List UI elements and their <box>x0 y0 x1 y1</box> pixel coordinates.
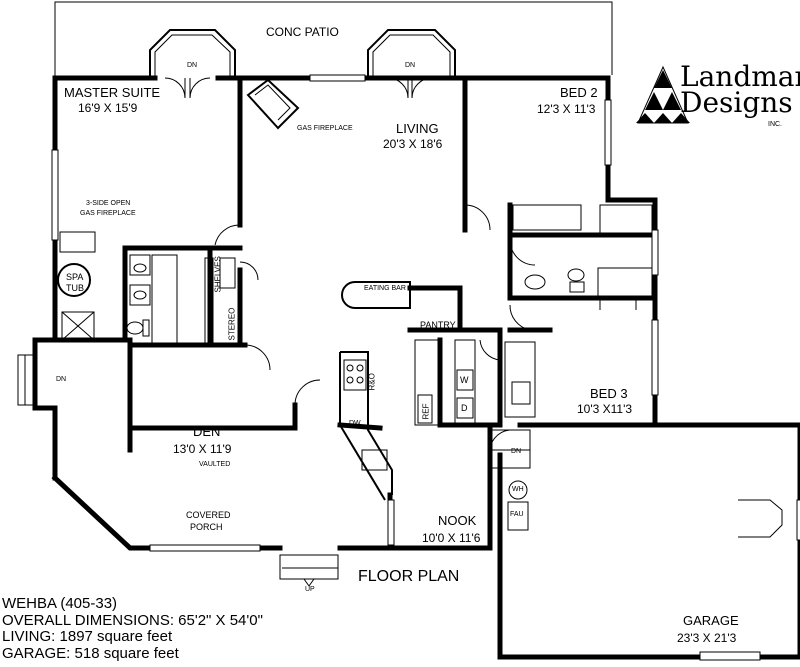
living-area: LIVING: 1897 square feet <box>2 628 173 645</box>
bed2-dim: 12'3 X 11'3 <box>537 102 596 116</box>
washer-label: W <box>460 375 469 385</box>
living-fireplace <box>246 78 300 130</box>
spa-label-1: SPA <box>66 272 84 282</box>
overall-dimensions: OVERALL DIMENSIONS: 65'2" X 54'0" <box>2 611 263 629</box>
nook-dim: 10'0 X 11'6 <box>422 531 481 545</box>
patio-label: CONC PATIO <box>266 25 339 39</box>
dn-patio-2-label: DN <box>405 62 416 69</box>
logo-mark <box>636 65 690 124</box>
plan-id: WEHBA (405-33) <box>2 595 118 612</box>
dn-left-label: DN <box>56 376 67 383</box>
den-note: VAULTED <box>199 461 231 468</box>
living-dim: 20'3 X 18'6 <box>383 137 443 151</box>
bed3-dim: 10'3 X11'3 <box>577 402 633 416</box>
garage-area: GARAGE: 518 square feet <box>2 644 179 662</box>
open-fireplace-label-2: GAS FIREPLACE <box>80 210 136 217</box>
kitchen-counters <box>339 339 476 501</box>
dryer-label: D <box>461 403 468 413</box>
nook-name: NOOK <box>438 513 477 528</box>
open-fireplace-label-1: 3-SIDE OPEN <box>86 200 131 207</box>
furnace-label: FAU <box>510 511 524 518</box>
garage-name: GARAGE <box>683 613 739 628</box>
dn-garage-label: DN <box>511 448 522 455</box>
range-oven-label: R&O <box>367 373 377 391</box>
bed3-name: BED 3 <box>590 386 628 401</box>
hall-bath-fixtures <box>512 204 653 310</box>
porch-label-2: PORCH <box>190 522 223 532</box>
windows <box>51 74 800 661</box>
porch-label-1: COVERED <box>186 510 231 520</box>
logo-name: Landmark Designs <box>680 60 800 119</box>
patio-outline <box>54 1 613 78</box>
dn-patio-1-label: DN <box>187 62 198 69</box>
plan-info: WEHBA (405-33) OVERALL DIMENSIONS: 65'2"… <box>2 595 263 662</box>
interior-walls <box>52 75 658 431</box>
garage-utilities <box>507 480 783 538</box>
den-dim: 13'0 X 11'9 <box>173 442 232 456</box>
shelves-label: SHELVES <box>213 256 223 293</box>
logo-name-line1: Landmark <box>680 60 800 93</box>
bay-windows <box>149 29 456 78</box>
den-name: DEN <box>193 424 221 439</box>
logo-name-line2: Designs <box>680 86 793 119</box>
gas-fireplace-label: GAS FIREPLACE <box>297 125 353 132</box>
doors <box>164 77 536 456</box>
pantry-label: PANTRY <box>420 320 456 330</box>
dishwasher-label: DW <box>349 420 361 427</box>
spa-label-2: TUB <box>66 283 84 293</box>
bed2-name: BED 2 <box>560 85 598 100</box>
master-suite-dim: 16'9 X 15'9 <box>78 101 138 115</box>
water-heater-label: WH <box>512 486 524 493</box>
stereo-label: STEREO <box>227 307 237 341</box>
page-title: FLOOR PLAN <box>358 568 460 585</box>
living-name: LIVING <box>396 121 439 136</box>
bed3-closet <box>504 341 536 418</box>
logo-suffix: INC. <box>768 121 782 128</box>
exterior-steps <box>17 354 531 587</box>
eating-bar-label: EATING BAR <box>364 285 406 292</box>
eating-bar <box>341 281 411 309</box>
master-bath-fixtures <box>57 231 178 346</box>
garage-dim: 23'3 X 21'3 <box>677 631 737 645</box>
up-label: UP <box>305 586 315 593</box>
ref-label: REF <box>421 403 431 420</box>
closets <box>204 257 259 344</box>
master-suite-name: MASTER SUITE <box>64 85 161 100</box>
